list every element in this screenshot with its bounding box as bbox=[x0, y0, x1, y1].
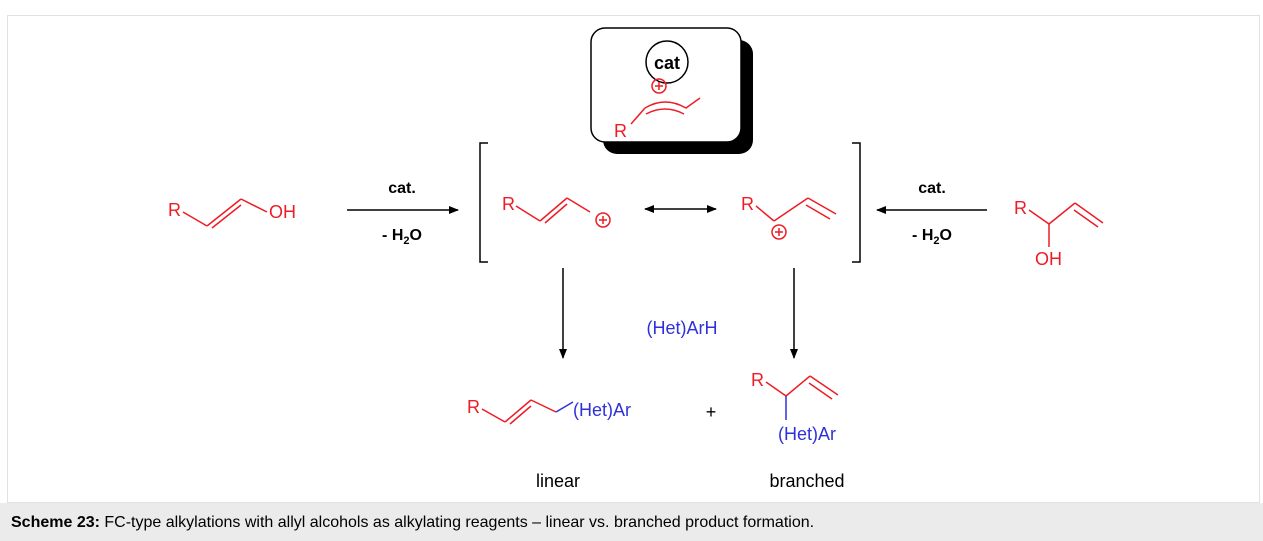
arrow-right-top-label: cat. bbox=[918, 180, 946, 197]
reactant-left-hydroxyl: OH bbox=[269, 202, 296, 222]
arrow-left: cat. - H2O bbox=[347, 180, 459, 247]
product-branched-aryl: (Het)Ar bbox=[778, 424, 836, 444]
right-bracket bbox=[852, 142, 861, 263]
product-branched: R (Het)Ar branched bbox=[751, 370, 845, 491]
product-branched-label: branched bbox=[769, 471, 844, 491]
reactant-left-substituent: R bbox=[168, 200, 181, 220]
reactant-left: R OH bbox=[168, 198, 296, 229]
allyl-cation-complex bbox=[630, 78, 701, 125]
nucleophile-label: (Het)ArH bbox=[647, 318, 718, 338]
plus-sign: + bbox=[706, 402, 717, 422]
cation-linear: R bbox=[502, 194, 611, 228]
reactant-right-hydroxyl: OH bbox=[1035, 249, 1062, 269]
positive-charge-icon bbox=[651, 78, 667, 94]
positive-charge-icon bbox=[771, 224, 787, 240]
catalyst-substituent: R bbox=[614, 121, 627, 141]
catalyst-circle bbox=[645, 40, 689, 84]
cation-linear-substituent: R bbox=[502, 194, 515, 214]
arrow-left-bottom-label: - H2O bbox=[382, 227, 422, 247]
resonance-brackets bbox=[479, 142, 861, 263]
catalyst-label: cat bbox=[654, 53, 680, 73]
caption-label: Scheme 23: bbox=[11, 514, 100, 531]
caption-text: FC-type alkylations with allyl alcohols … bbox=[99, 514, 815, 531]
cation-branched: R bbox=[741, 194, 837, 240]
product-linear-aryl: (Het)Ar bbox=[573, 400, 631, 420]
reaction-scheme: cat R R OH cat. bbox=[168, 27, 1104, 491]
catalyst-box: cat R bbox=[590, 27, 753, 154]
product-linear: R (Het)Ar linear bbox=[467, 397, 631, 491]
caption-bar: Scheme 23: FC-type alkylations with ally… bbox=[0, 503, 1263, 541]
product-branched-substituent: R bbox=[751, 370, 764, 390]
reactant-right-substituent: R bbox=[1014, 198, 1027, 218]
product-linear-substituent: R bbox=[467, 397, 480, 417]
scheme-caption: Scheme 23: FC-type alkylations with ally… bbox=[11, 514, 814, 532]
scheme-frame bbox=[7, 15, 1260, 503]
cation-branched-substituent: R bbox=[741, 194, 754, 214]
positive-charge-icon bbox=[595, 212, 611, 228]
reactant-right: R OH bbox=[1014, 198, 1104, 269]
product-linear-label: linear bbox=[536, 471, 580, 491]
arrow-right-bottom-label: - H2O bbox=[912, 227, 952, 247]
left-bracket bbox=[479, 142, 488, 263]
arrow-left-top-label: cat. bbox=[388, 180, 416, 197]
arrow-right: cat. - H2O bbox=[876, 180, 987, 247]
